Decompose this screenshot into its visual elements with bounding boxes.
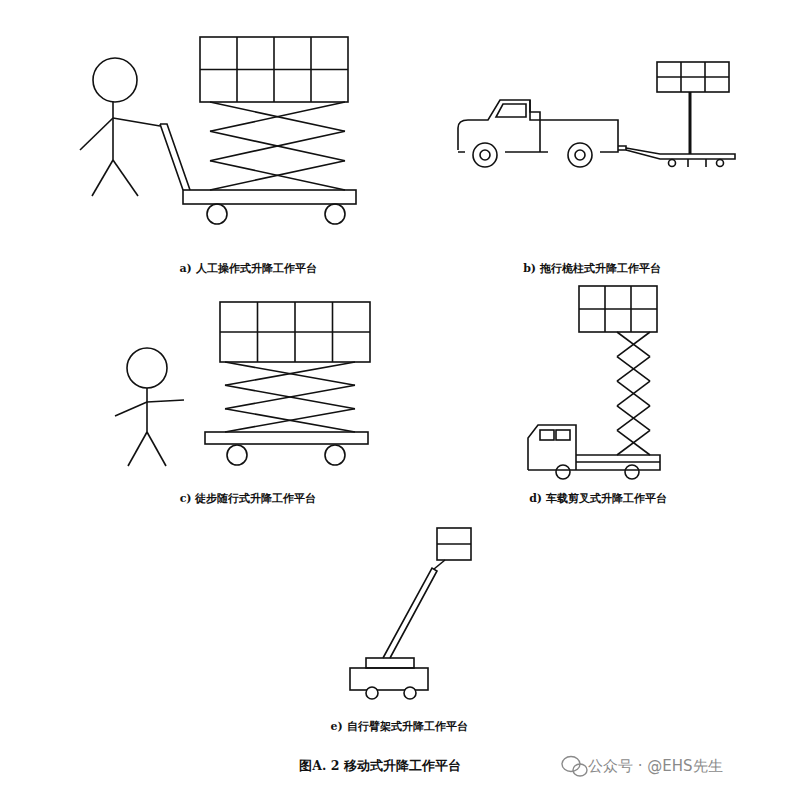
scissor-arm xyxy=(225,362,355,385)
chassis xyxy=(350,668,428,690)
work-platform xyxy=(657,62,729,92)
platform-frame xyxy=(200,37,348,102)
platform-frame xyxy=(579,286,657,332)
base-frame xyxy=(183,190,356,204)
wheel xyxy=(366,687,378,699)
work-platform xyxy=(220,302,370,362)
sub-caption: d) 车载剪叉式升降工作平台 xyxy=(529,491,667,506)
scissor-arm xyxy=(225,409,355,432)
carrier-truck xyxy=(528,425,660,479)
turntable xyxy=(366,658,414,668)
work-platform xyxy=(579,286,657,332)
push-handle xyxy=(160,124,190,190)
sub-caption: e) 自行臂架式升降工作平台 xyxy=(330,719,467,734)
watermark: 公众号 · @EHS先生 xyxy=(588,757,723,776)
scissor-arm xyxy=(617,406,650,431)
scissor-arm xyxy=(210,161,345,190)
scissor-arm xyxy=(225,409,355,432)
scissor-arm xyxy=(617,430,650,455)
boom xyxy=(383,568,437,658)
work-basket xyxy=(437,528,471,560)
jib xyxy=(434,560,445,569)
watermark-icon xyxy=(562,757,587,777)
scissor-arm xyxy=(210,131,345,160)
guardrail xyxy=(437,543,471,545)
scissor-lift xyxy=(210,102,345,190)
scissor-arm xyxy=(210,102,345,131)
operator-figure xyxy=(115,348,184,466)
scissor-arm xyxy=(617,357,650,382)
scissor-arm xyxy=(225,385,355,408)
operator-figure xyxy=(80,58,160,196)
wheel xyxy=(717,160,724,167)
scissor-arm xyxy=(210,102,345,131)
tow-truck xyxy=(458,100,626,167)
figure-caption: 图A. 2 移动式升降工作平台 xyxy=(299,758,460,775)
scissor-arm xyxy=(225,362,355,385)
scissor-arm xyxy=(617,381,650,406)
scissor-arm xyxy=(617,357,650,382)
platform-frame xyxy=(220,302,370,362)
guardrail xyxy=(657,76,729,78)
scissor-lift xyxy=(225,362,355,432)
mast xyxy=(689,92,692,154)
platform-frame xyxy=(657,62,729,92)
wheel xyxy=(325,204,345,224)
scissor-arm xyxy=(210,131,345,160)
sub-caption: b) 拖行桅柱式升降工作平台 xyxy=(523,261,661,276)
wheel xyxy=(325,445,345,465)
wheel xyxy=(207,204,227,224)
scissor-arm xyxy=(225,385,355,408)
scissor-arm xyxy=(617,381,650,406)
scissor-arm xyxy=(617,406,650,431)
guardrail xyxy=(220,331,370,333)
work-platform xyxy=(200,37,348,102)
wheel xyxy=(227,445,247,465)
scissor-arm xyxy=(617,430,650,455)
scissor-arm xyxy=(617,332,650,357)
wheel xyxy=(669,160,676,167)
wheel xyxy=(404,687,416,699)
platform-frame xyxy=(437,528,471,560)
scissor-arm xyxy=(210,161,345,190)
trailer xyxy=(626,148,735,159)
sub-caption: a) 人工操作式升降工作平台 xyxy=(179,261,316,276)
scissor-lift xyxy=(617,332,650,455)
guardrail xyxy=(579,308,657,310)
sub-caption: c) 徒步随行式升降工作平台 xyxy=(180,491,317,506)
guardrail xyxy=(200,69,348,71)
scissor-arm xyxy=(617,332,650,357)
base-frame xyxy=(205,432,368,444)
outrigger xyxy=(687,159,689,167)
outrigger xyxy=(705,159,707,167)
